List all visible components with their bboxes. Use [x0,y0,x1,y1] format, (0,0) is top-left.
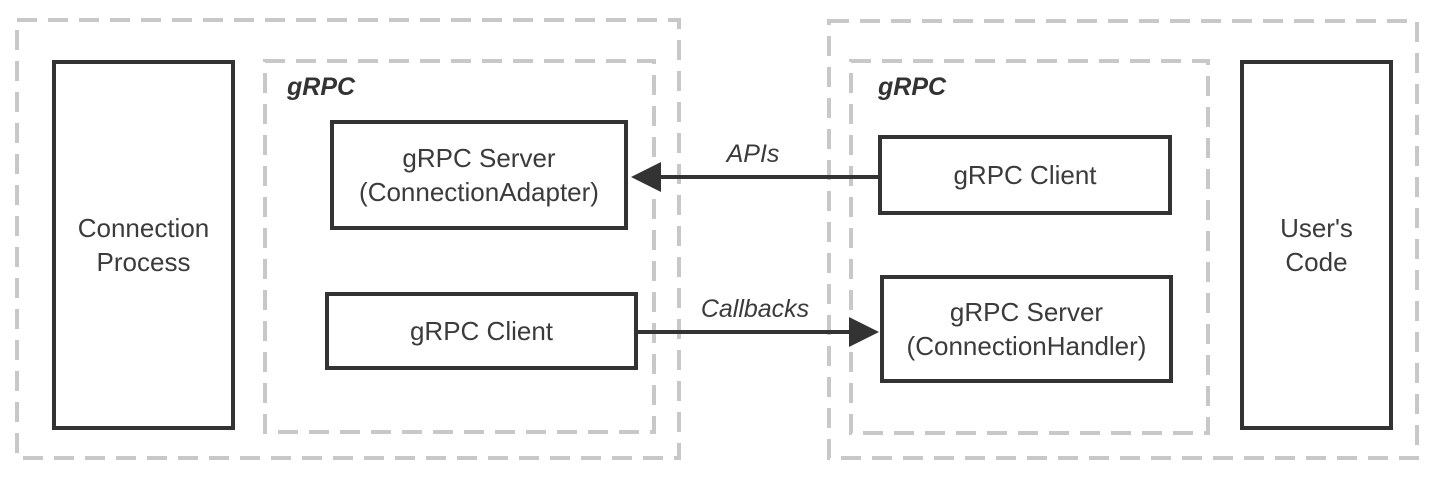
callbacks-arrow-label: Callbacks [700,295,810,323]
grpc-client-right-label: gRPC Client [953,160,1097,190]
apis-arrow-label: APIs [726,140,780,168]
grpc-server-connection-handler-box: gRPC Server (ConnectionHandler) [880,275,1173,383]
right-grpc-dashed-boundary [849,59,1210,435]
left-grpc-dashed-boundary [263,59,656,434]
left-grpc-container-label: gRPC [287,73,356,101]
grpc-server-connection-adapter-label: gRPC Server (ConnectionAdapter) [359,143,599,207]
right-grpc-container-label: gRPC [878,73,947,101]
grpc-client-left-label: gRPC Client [409,316,554,346]
grpc-client-right-box: gRPC Client [878,135,1172,215]
grpc-server-connection-handler-label: gRPC Server (ConnectionHandler) [906,297,1147,361]
users-code-box: User's Code [1240,60,1393,430]
connection-process-box: Connection Process [52,60,235,430]
apis-arrowhead-icon [631,162,661,192]
connection-process-label: Connection Process [77,213,210,277]
left-process-dashed-boundary [15,18,681,460]
callbacks-arrowhead-icon [849,317,879,347]
grpc-server-connection-adapter-box: gRPC Server (ConnectionAdapter) [330,120,628,230]
right-process-dashed-boundary [827,19,1419,460]
grpc-client-left-box: gRPC Client [325,292,638,370]
users-code-label: User's Code [1280,213,1353,277]
